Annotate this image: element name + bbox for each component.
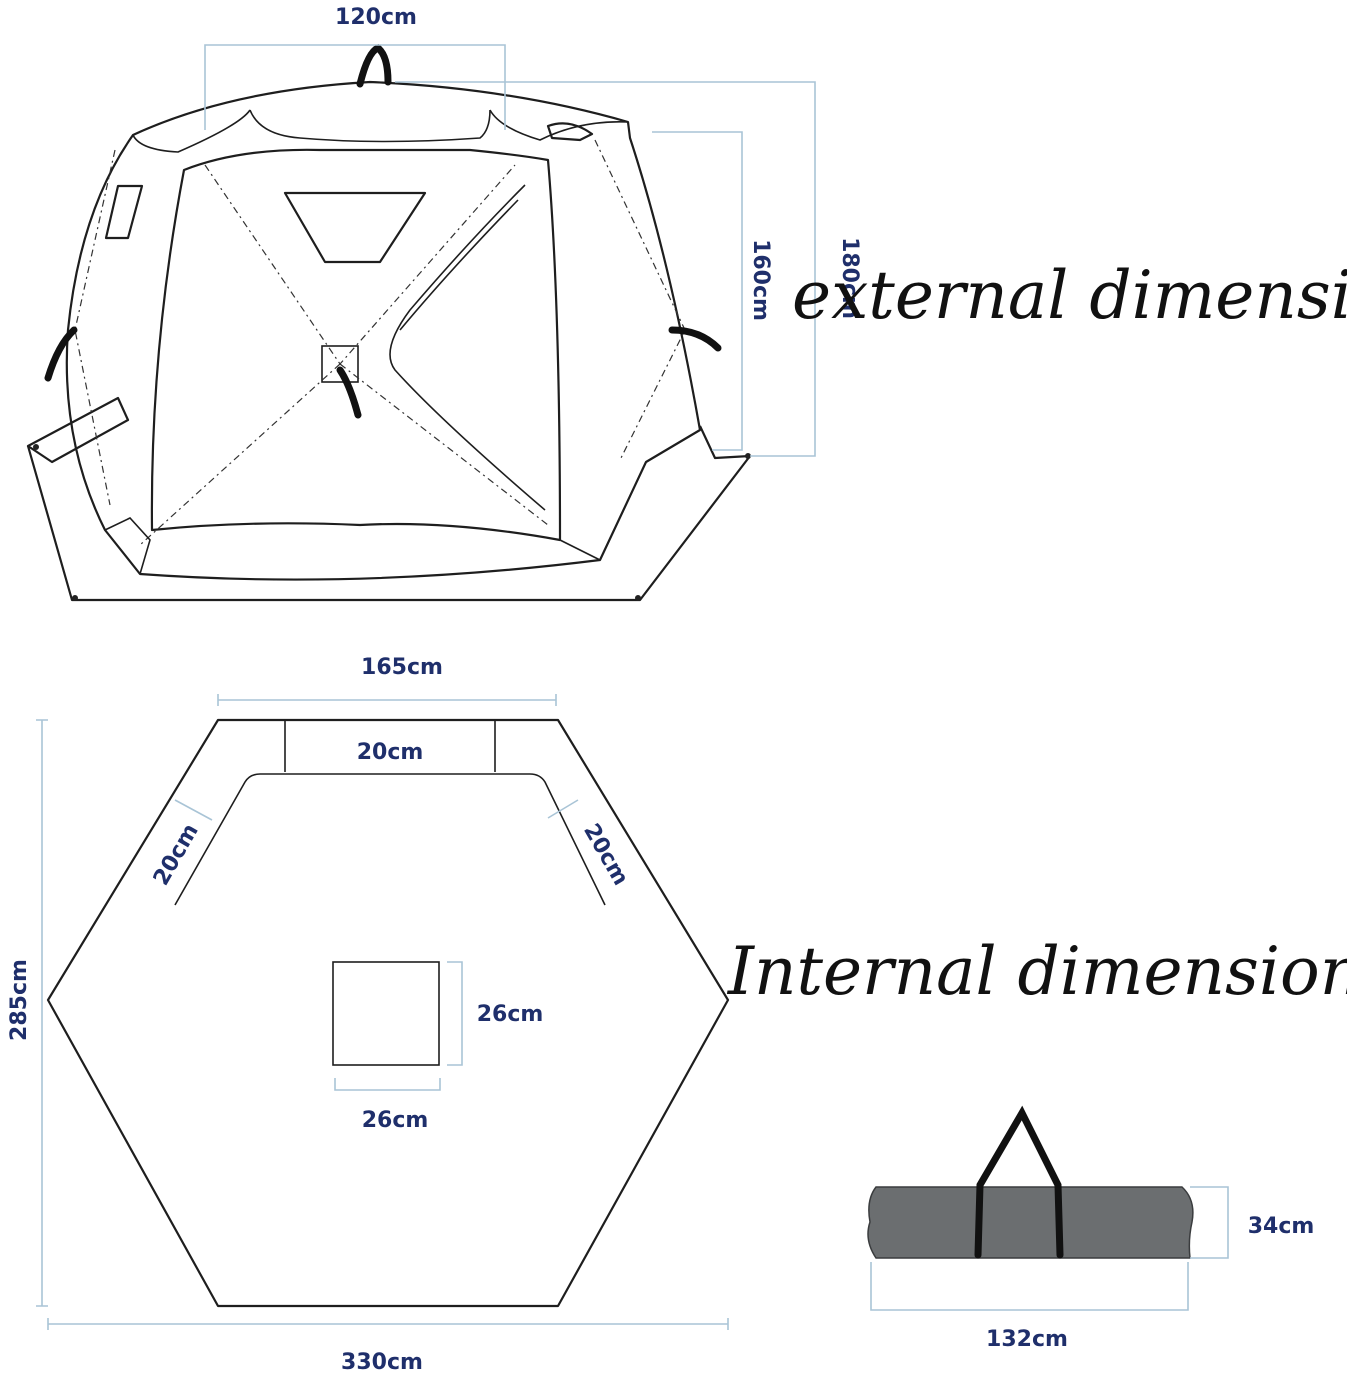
tent-exterior-drawing <box>26 43 752 602</box>
bag-length-label: 132cm <box>986 1327 1068 1352</box>
floor-dimension-lines <box>36 694 729 1330</box>
side-height-label: 160cm <box>748 239 773 321</box>
total-height-label: 180cm <box>837 237 862 319</box>
width-label: 330cm <box>341 1350 423 1375</box>
external-dimension-lines <box>204 44 816 457</box>
top-edge-label: 165cm <box>361 655 443 680</box>
inset-left-label: 20cm <box>149 820 204 890</box>
depth-label: 285cm <box>7 959 32 1041</box>
bag-dimension-lines <box>870 1186 1229 1311</box>
carry-bag <box>867 1105 1194 1259</box>
inset-top-label: 20cm <box>357 740 424 765</box>
internal-dimensions-heading: Internal dimensions <box>727 933 1347 1010</box>
floor-hole <box>332 961 440 1066</box>
hole-width-label: 26cm <box>362 1108 429 1133</box>
top-width-label: 120cm <box>335 5 417 30</box>
hole-height-label: 26cm <box>477 1002 544 1027</box>
floor-plan <box>46 718 730 1308</box>
bag-height-label: 34cm <box>1248 1214 1315 1239</box>
external-dimensions-heading: external dimensions <box>792 257 1347 334</box>
